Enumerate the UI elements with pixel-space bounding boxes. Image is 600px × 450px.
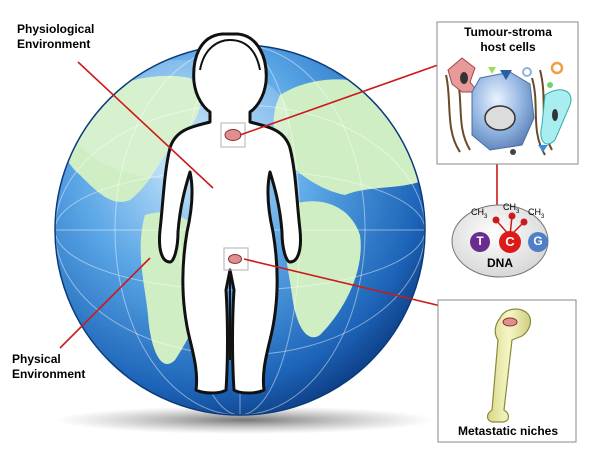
connector-physiological [77,61,214,189]
base-g-label: G [533,234,543,248]
label-tumour-stroma: Tumour-stroma host cells [440,25,576,55]
label-physiological-line1: Physiological [17,22,95,36]
label-tumour-line2: host cells [480,40,536,54]
connector-breast-tumour [239,59,453,136]
femur-bone [486,308,532,423]
lesion-breast [224,129,242,141]
lesion-thigh [228,254,242,264]
label-metastatic-niches: Metastatic niches [457,424,559,438]
methyl-label-1: CH3 [471,207,488,220]
base-t-label: T [476,234,484,248]
base-c-label: C [505,234,515,249]
label-physical-line1: Physical [12,352,61,366]
base-t-circle [470,232,490,252]
lesion-focus-box-breast [220,122,246,148]
human-figure [158,32,302,395]
label-tumour-line1: Tumour-stroma [464,25,552,39]
bone-lesion [502,317,518,327]
tumour-nucleus [484,105,516,131]
methyl-label-3: CH3 [528,207,545,220]
methyl-label-2: CH3 [503,202,520,215]
metastatic-panel [437,299,577,443]
blue-triangle [538,145,548,152]
label-dna: DNA [487,256,513,270]
green-marker [488,67,496,74]
base-c-circle [499,231,521,253]
dark-dot [510,149,516,155]
ring-marker-blue [522,67,532,77]
green-dot [547,82,553,88]
label-physiological-environment: Physiological Environment [17,22,94,52]
connector-physical [59,257,151,349]
lesion-focus-box-thigh [223,247,249,271]
dna-panel [451,204,549,278]
label-physiological-line2: Environment [17,37,91,51]
tumour-stroma-panel [436,21,579,165]
ring-marker-orange [550,61,564,75]
base-g-circle [528,232,548,252]
blue-marker [500,70,512,80]
label-physical-environment: Physical Environment [12,352,85,382]
label-physical-line2: Environment [12,367,86,381]
globe-shadow [55,406,435,434]
